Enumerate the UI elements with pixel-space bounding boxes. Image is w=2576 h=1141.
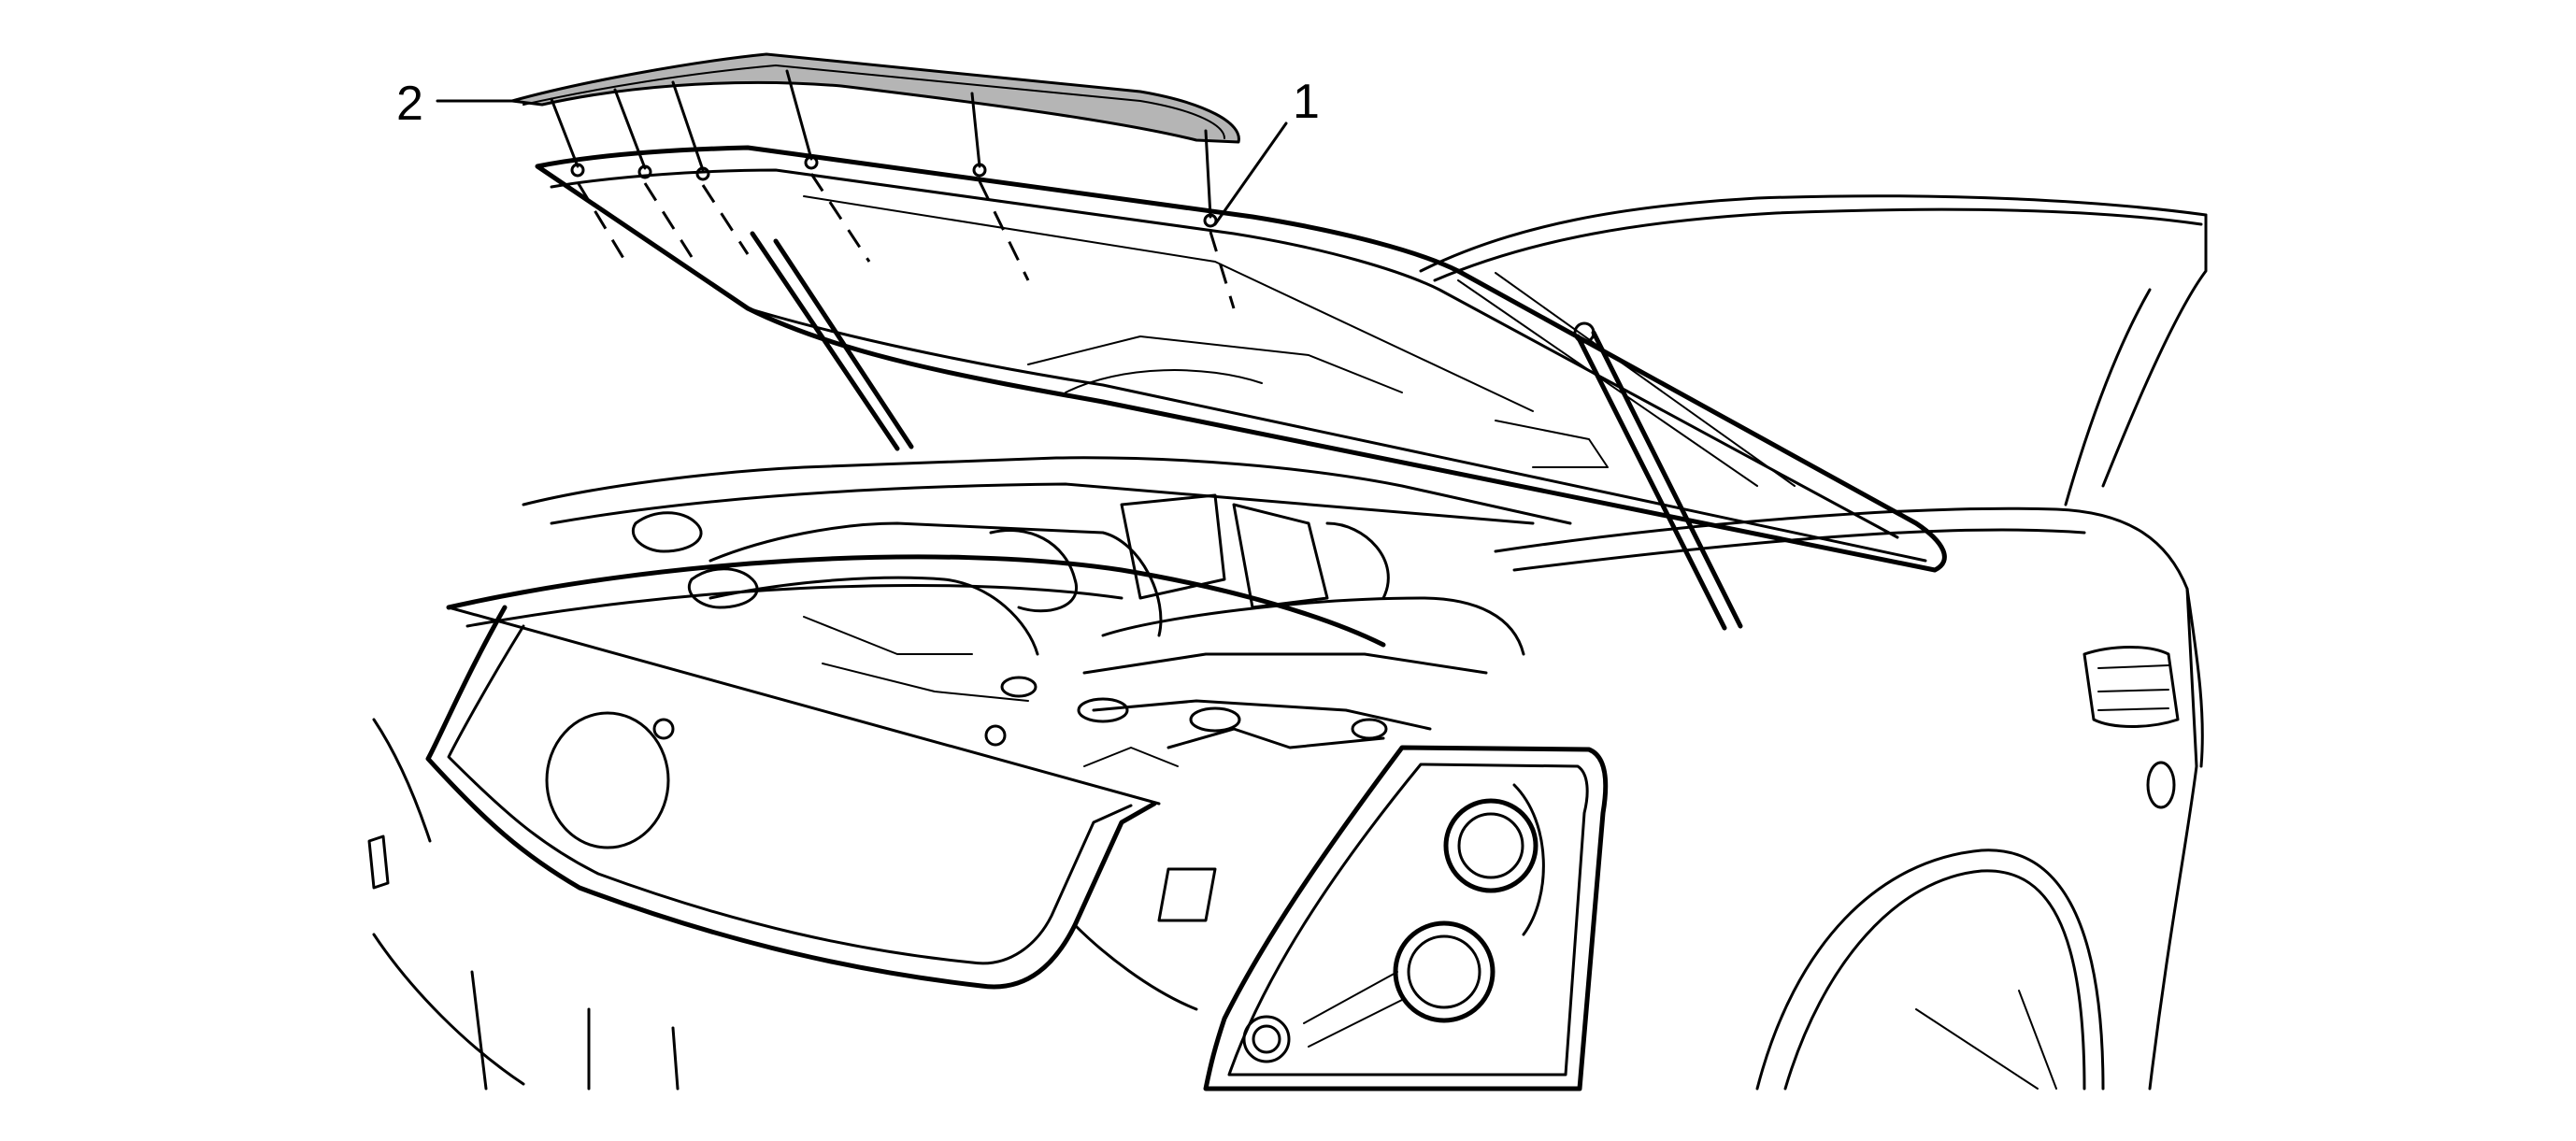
- callout-1-label: 1: [1293, 75, 1320, 129]
- headlamp: [1203, 745, 1609, 1091]
- callouts: 1 2: [396, 75, 1320, 131]
- windshield: [1419, 194, 2208, 506]
- hood-molding: [510, 52, 1240, 144]
- hood-struts: [750, 231, 1743, 631]
- molding-fasteners: [550, 69, 1218, 228]
- engine-compartment: [522, 456, 1572, 767]
- fender: [1494, 506, 2204, 1091]
- front-fascia: [367, 554, 1386, 1091]
- alignment-dashes: [576, 173, 1236, 309]
- callout-1-leader: [1213, 121, 1288, 226]
- callout-2-label: 2: [396, 77, 423, 131]
- callout-leaders: [436, 99, 1288, 226]
